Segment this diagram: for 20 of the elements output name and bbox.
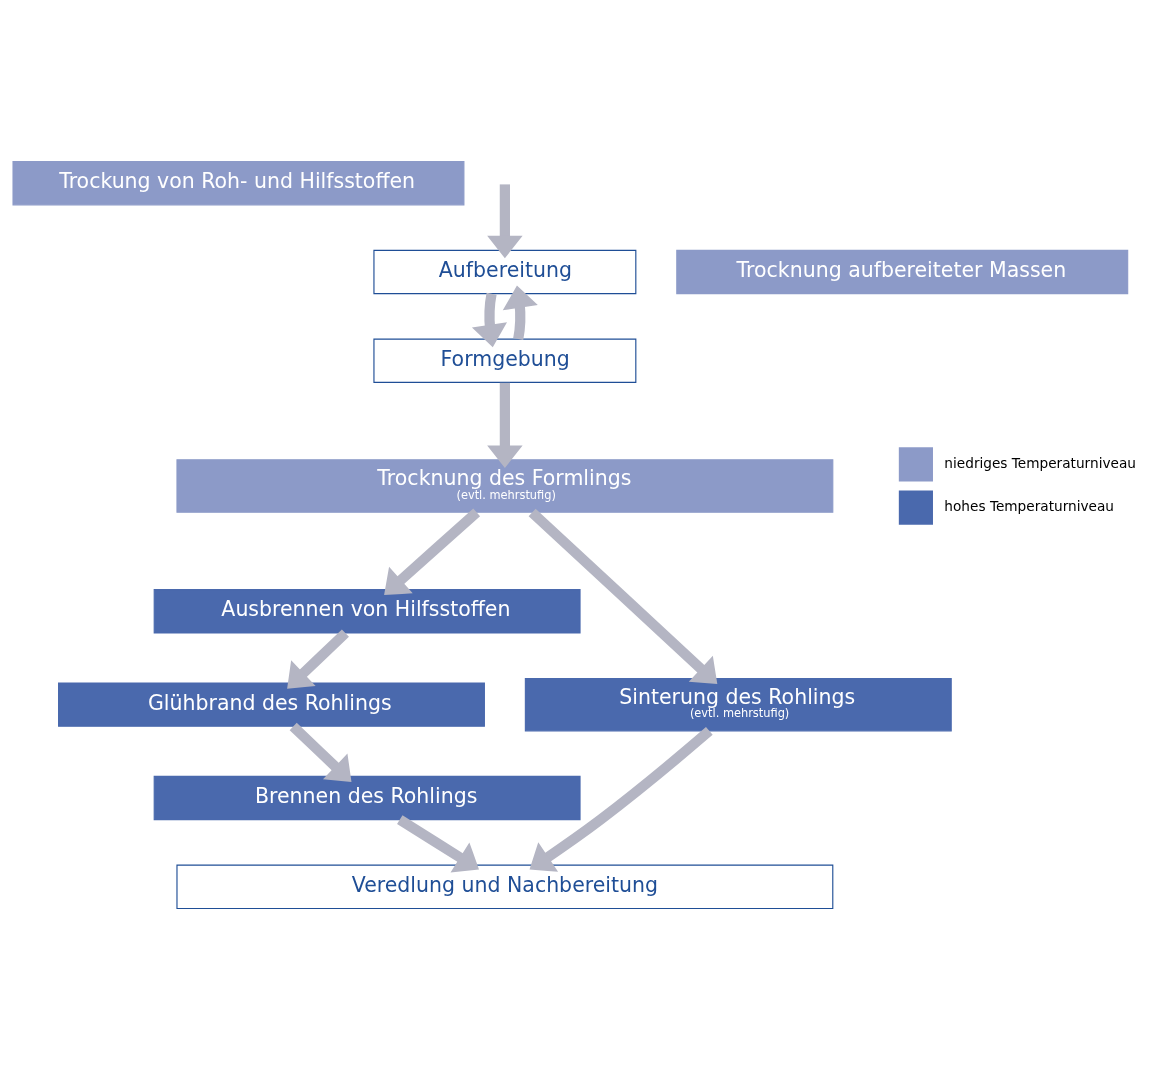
- arrow: [287, 628, 349, 689]
- node-box: Trockung von Roh- und Hilfsstoffen: [12, 160, 465, 205]
- node-box: Formgebung: [373, 338, 637, 383]
- arrow: [397, 814, 479, 872]
- node-box: Ausbrennen von Hilfsstoffen: [153, 588, 581, 633]
- arrow: [528, 508, 718, 684]
- arrow: [289, 722, 352, 782]
- node-box: Glühbrand des Rohlings: [58, 681, 485, 727]
- node-box: Trocknung des Formlings (evtl. mehrstufig): [176, 458, 834, 513]
- arrow: [529, 726, 713, 872]
- node-box: Aufbereitung: [373, 249, 637, 294]
- arrow: [384, 508, 481, 595]
- node-box: Veredlung und Nachbereitung: [176, 864, 834, 909]
- legend-label: hohes Temperaturniveau: [944, 497, 1115, 514]
- node-box: Trocknung aufbereiteter Massen: [676, 249, 1129, 294]
- arrow: [487, 183, 523, 258]
- legend-label: niedriges Temperaturniveau: [944, 454, 1136, 471]
- node-box: Sinterung des Rohlings (evtl. mehrstufig): [524, 677, 952, 731]
- node-box: Brennen des Rohlings: [153, 775, 581, 820]
- arrow: [487, 382, 523, 468]
